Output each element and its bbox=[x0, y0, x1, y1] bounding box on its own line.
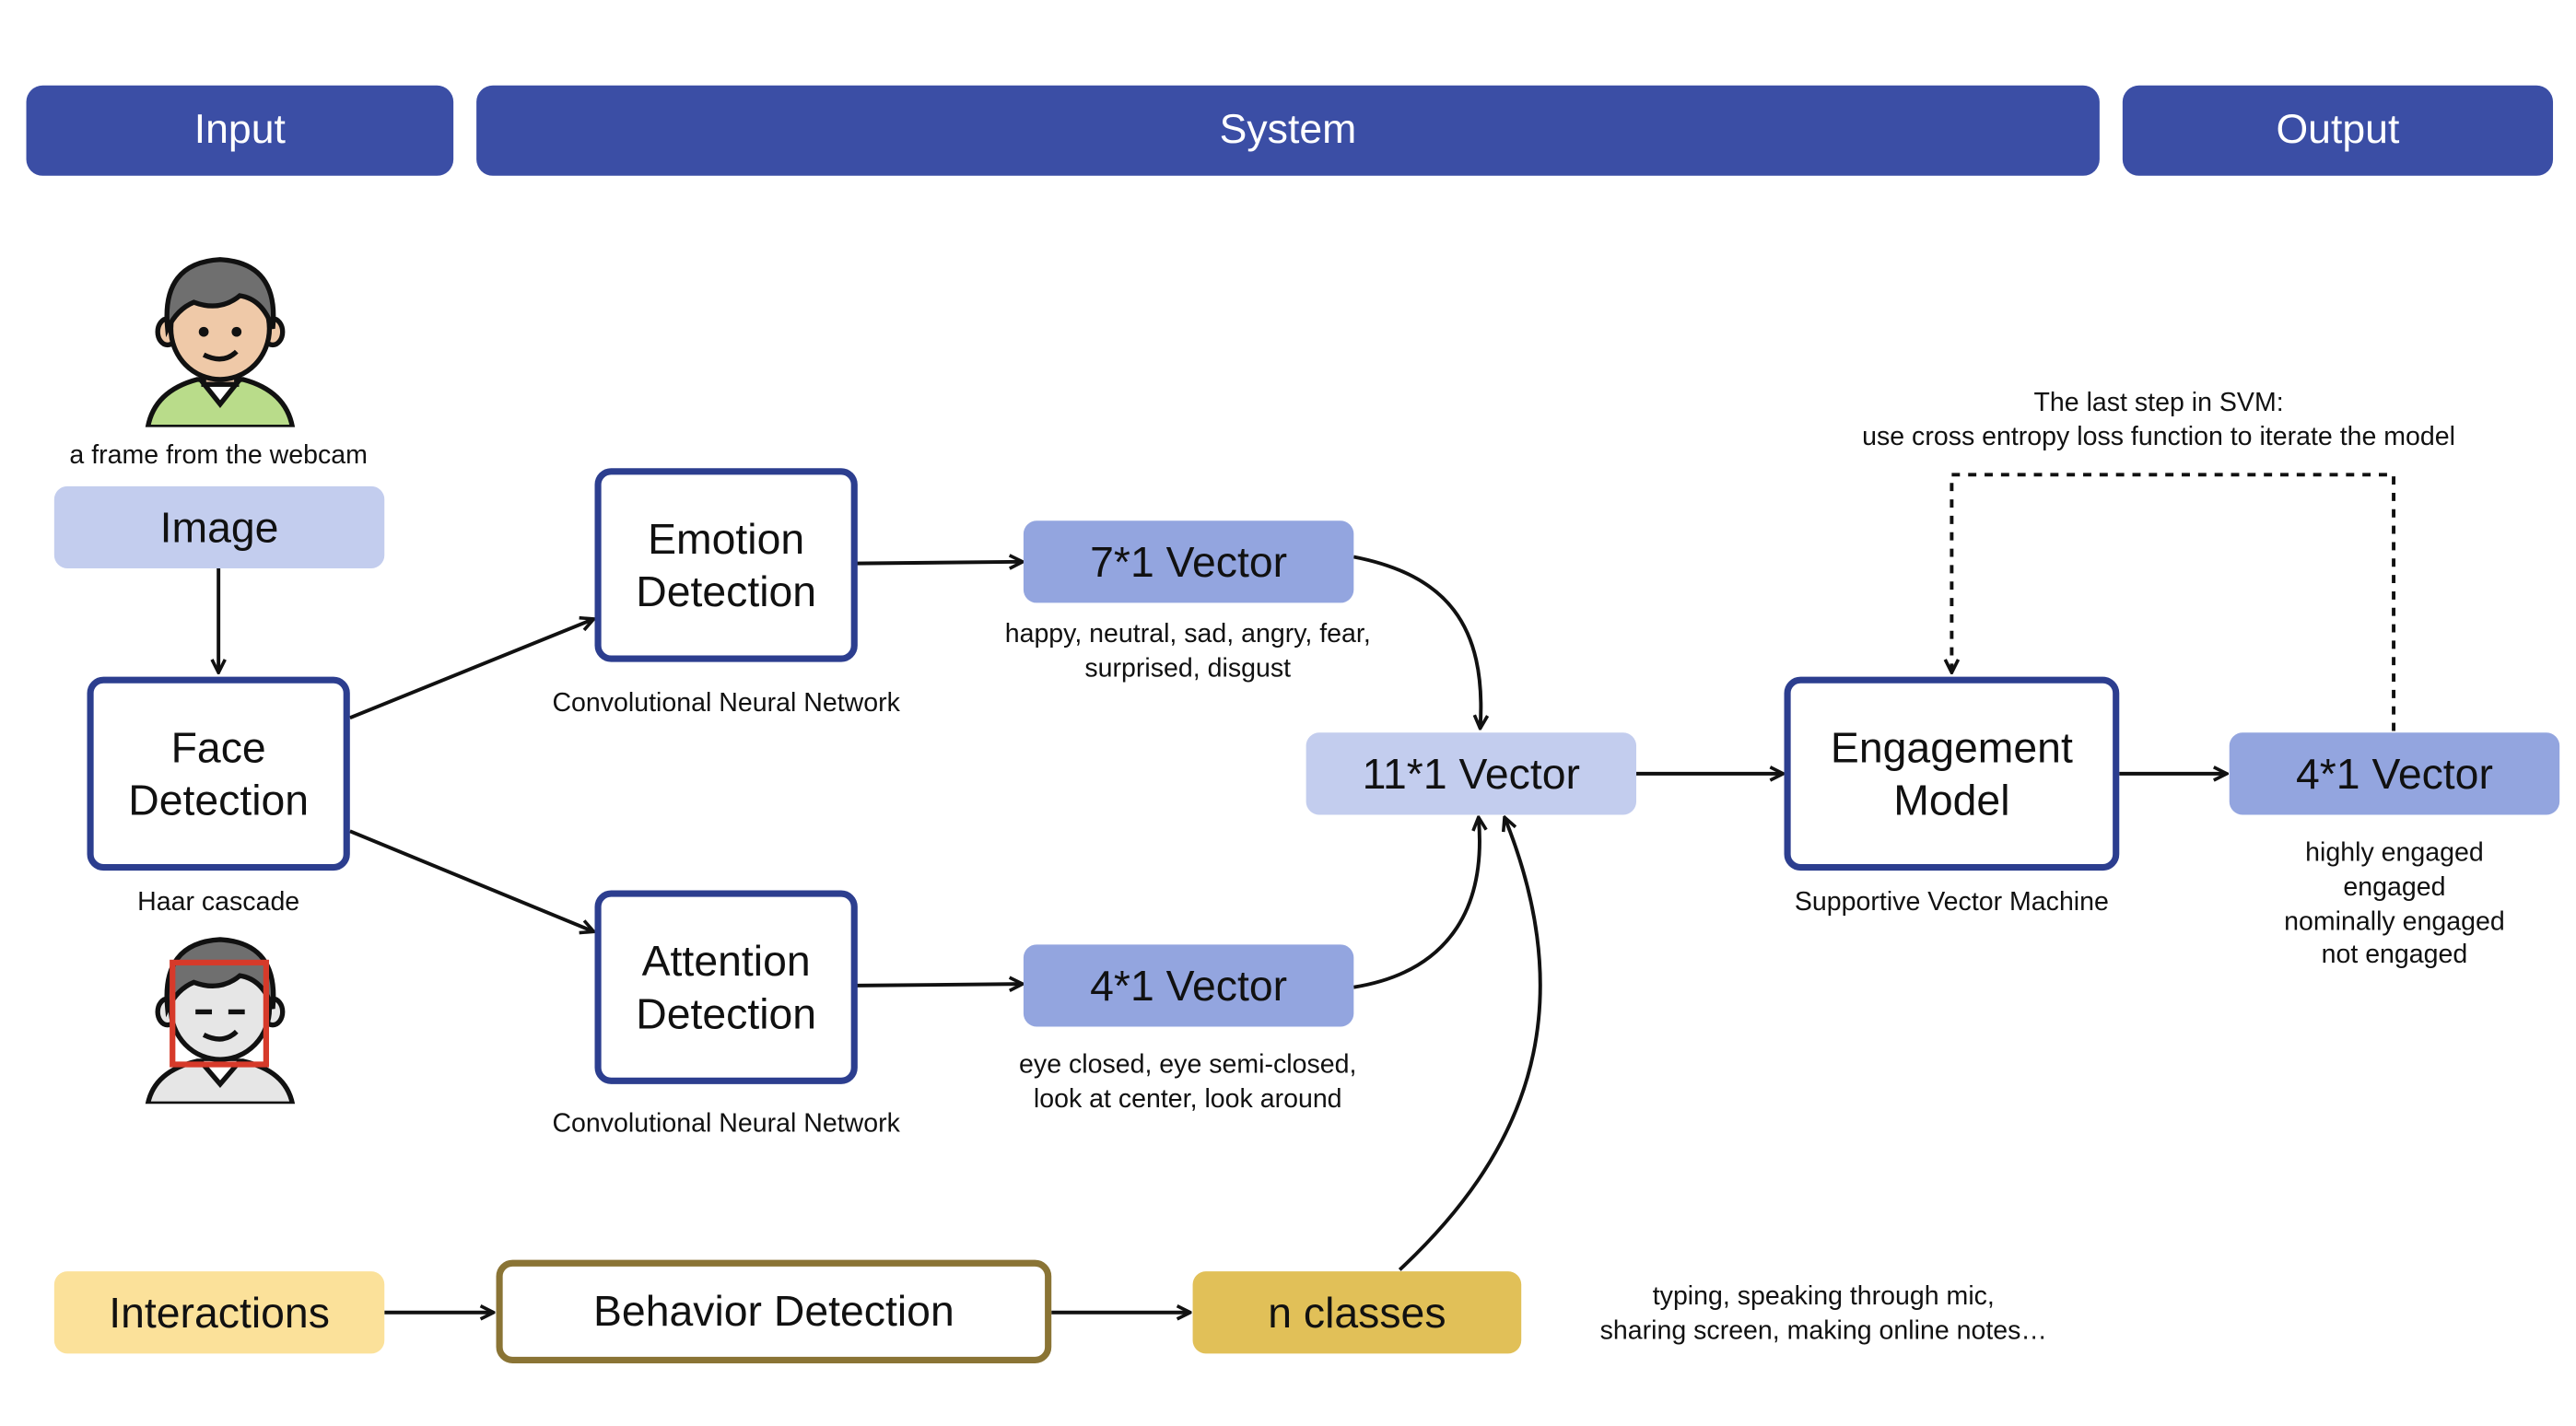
image-node: Image bbox=[53, 485, 385, 568]
header-output: Output bbox=[2122, 85, 2554, 176]
face-detection-line2: Detection bbox=[128, 775, 310, 825]
arrow-attention-to-vector4 bbox=[856, 984, 1022, 986]
engagement-model-box: Engagement Model bbox=[1784, 676, 2120, 871]
engagement-caption: Supportive Vector Machine bbox=[1794, 888, 2109, 918]
vector7-caption: happy, neutral, sad, angry, fear, surpri… bbox=[958, 619, 1418, 687]
n-classes-caption-line2: sharing screen, making online notes… bbox=[1599, 1316, 2047, 1346]
interactions-node: Interactions bbox=[53, 1271, 385, 1354]
svm-note-line1: The last step in SVM: bbox=[2033, 389, 2284, 417]
output-vector-node: 4*1 Vector bbox=[2229, 732, 2560, 815]
engagement-line1: Engagement bbox=[1830, 721, 2073, 772]
output-class-not-engaged: not engaged bbox=[2321, 941, 2468, 970]
attention-detection-box: Attention Detection bbox=[594, 890, 858, 1084]
arrow-face-to-emotion bbox=[349, 619, 593, 720]
emotion-line1: Emotion bbox=[648, 513, 805, 563]
n-classes-caption-line1: typing, speaking through mic, bbox=[1652, 1282, 1995, 1311]
face-detection-caption: Haar cascade bbox=[137, 888, 300, 918]
attention-caption: Convolutional Neural Network bbox=[552, 1110, 900, 1139]
person-avatar-icon bbox=[145, 257, 296, 427]
webcam-caption: a frame from the webcam bbox=[69, 441, 368, 470]
behavior-detection-box: Behavior Detection bbox=[496, 1259, 1052, 1364]
arrow-vector7-to-vector11 bbox=[1352, 555, 1481, 727]
output-classes: highly engaged engaged nominally engaged… bbox=[2230, 837, 2559, 974]
vector7-node: 7*1 Vector bbox=[1023, 520, 1354, 603]
emotion-detection-box: Emotion Detection bbox=[594, 468, 858, 662]
svm-note: The last step in SVM: use cross entropy … bbox=[1814, 388, 2504, 456]
output-class-engaged: engaged bbox=[2343, 873, 2446, 902]
arrow-face-to-attention bbox=[349, 829, 593, 931]
vector4-caption-line1: eye closed, eye semi-closed, bbox=[1019, 1051, 1357, 1080]
face-detection-avatar-icon bbox=[145, 937, 296, 1105]
vector4-attention-caption: eye closed, eye semi-closed, look at cen… bbox=[958, 1049, 1418, 1117]
arrow-nclasses-to-vector11 bbox=[1398, 818, 1542, 1271]
vector4-attention-node: 4*1 Vector bbox=[1023, 944, 1354, 1027]
svm-note-line2: use cross entropy loss function to itera… bbox=[1862, 423, 2455, 452]
attention-line1: Attention bbox=[641, 935, 811, 986]
vector4-caption-line2: look at center, look around bbox=[1033, 1085, 1342, 1114]
header-system: System bbox=[476, 85, 2100, 176]
face-detection-box: Face Detection bbox=[87, 676, 350, 871]
vector7-caption-line1: happy, neutral, sad, angry, fear, bbox=[1004, 621, 1371, 649]
engagement-line2: Model bbox=[1893, 775, 2010, 825]
attention-line2: Detection bbox=[636, 988, 817, 1038]
feedback-loop-dashed bbox=[1951, 473, 2396, 731]
face-detection-line1: Face bbox=[170, 721, 266, 772]
n-classes-caption: typing, speaking through mic, sharing sc… bbox=[1561, 1281, 2087, 1350]
arrow-emotion-to-vector7 bbox=[856, 562, 1022, 564]
emotion-line2: Detection bbox=[636, 567, 817, 616]
emotion-caption: Convolutional Neural Network bbox=[552, 689, 900, 719]
vector11-node: 11*1 Vector bbox=[1306, 732, 1637, 815]
vector7-caption-line2: surprised, disgust bbox=[1084, 655, 1292, 684]
output-class-highly-engaged: highly engaged bbox=[2305, 839, 2484, 868]
n-classes-node: n classes bbox=[1192, 1271, 1522, 1354]
arrow-vector4-to-vector11 bbox=[1353, 818, 1480, 989]
header-input: Input bbox=[26, 85, 454, 176]
output-class-nominally-engaged: nominally engaged bbox=[2284, 907, 2505, 936]
